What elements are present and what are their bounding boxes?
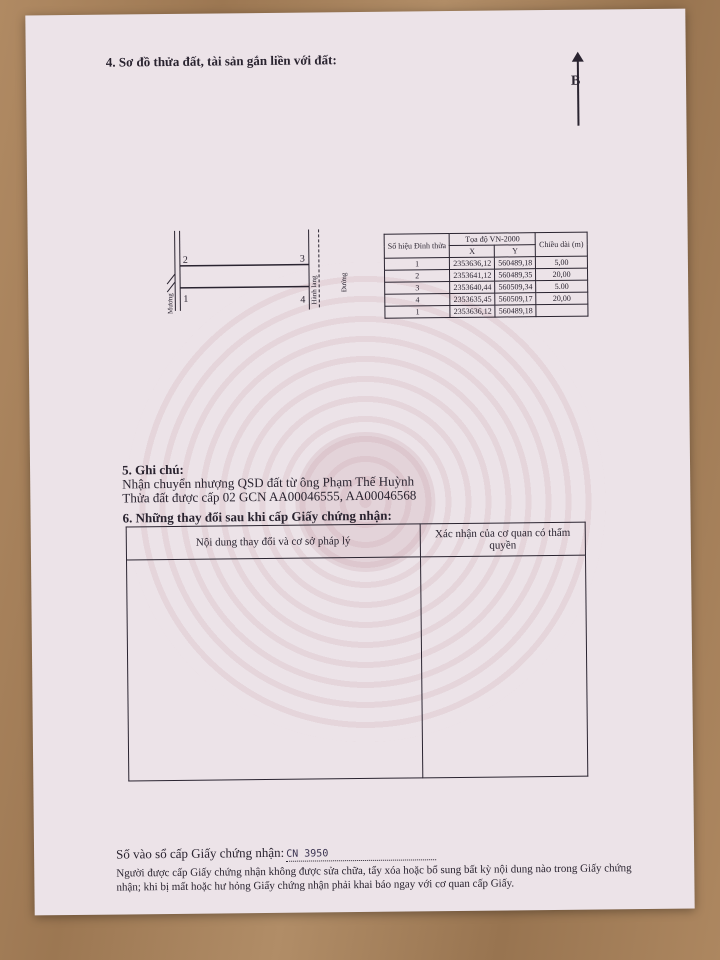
label-hanh-lang: Hành lang (310, 275, 318, 305)
warning-text: Người được cấp Giấy chứng nhận không đượ… (116, 862, 632, 894)
header-y: Y (494, 244, 536, 258)
cell-x: 2353636,12 (450, 305, 496, 318)
cell-y: 560509,34 (494, 280, 537, 294)
cell-x: 2353636,12 (449, 257, 495, 270)
north-line (576, 57, 580, 126)
land-certificate-page: 4. Sơ đồ thửa đất, tài sản gắn liền với … (25, 8, 695, 916)
corner-1: 1 (183, 294, 188, 305)
section4-heading: 4. Sơ đồ thửa đất, tài sản gắn liền với … (105, 52, 337, 70)
cell-y: 560509,17 (495, 292, 537, 306)
parcel-sketch: 2 3 1 4 Mương Hành lang Đường (166, 229, 348, 314)
cell-length: 20,00 (535, 268, 588, 281)
table-row: 1 2353636,12 560489,18 (384, 304, 588, 319)
cell-y: 560489,35 (494, 268, 536, 282)
changes-col-content: Nội dung thay đổi và cơ sở pháp lý (126, 523, 421, 560)
changes-col-confirmation: Xác nhận của cơ quan có thẩm quyền (419, 522, 586, 557)
header-length: Chiều dài (m) (535, 232, 588, 257)
cell-x: 2353640,44 (449, 281, 496, 294)
cell-point: 2 (384, 269, 450, 283)
entry-number-value: CN 3950 (286, 848, 329, 860)
cell-length: 5.00 (535, 280, 588, 293)
note-line-2: Thửa đất được cấp 02 GCN AA00046555, AA0… (122, 487, 417, 506)
corner-2: 2 (183, 255, 188, 266)
cell-point: 1 (384, 257, 450, 271)
header-point: Số hiệu Đỉnh thửa (384, 233, 450, 259)
corner-3: 3 (300, 254, 305, 265)
cell-x: 2353635,45 (450, 293, 496, 306)
cell-length: 20,00 (536, 292, 588, 305)
changes-table: Nội dung thay đổi và cơ sở pháp lý Xác n… (126, 522, 589, 782)
cell-length: 5,00 (535, 256, 588, 269)
changes-confirmation-cell (420, 555, 588, 778)
header-coord: Tọa độ VN-2000 (449, 232, 536, 246)
cell-length-empty (536, 304, 588, 317)
label-duong: Đường (340, 272, 348, 292)
header-x: X (449, 245, 495, 258)
cell-point: 3 (384, 281, 451, 295)
cell-point: 4 (384, 293, 451, 307)
label-muong: Mương (166, 293, 174, 314)
cell-x: 2353641,12 (449, 269, 495, 282)
entry-number-label: Số vào sổ cấp Giấy chứng nhận: (116, 844, 285, 862)
cell-point: 1 (384, 305, 451, 319)
entry-number-line: Số vào sổ cấp Giấy chứng nhận:CN 3950 (116, 843, 437, 863)
cell-y: 560489,18 (495, 304, 537, 318)
north-label: B (570, 73, 581, 89)
corner-4: 4 (300, 295, 305, 306)
coordinates-table: Số hiệu Đỉnh thửa Tọa độ VN-2000 Chiều d… (384, 232, 589, 319)
changes-content-cell (126, 556, 423, 781)
cell-y: 560489,18 (494, 256, 536, 270)
